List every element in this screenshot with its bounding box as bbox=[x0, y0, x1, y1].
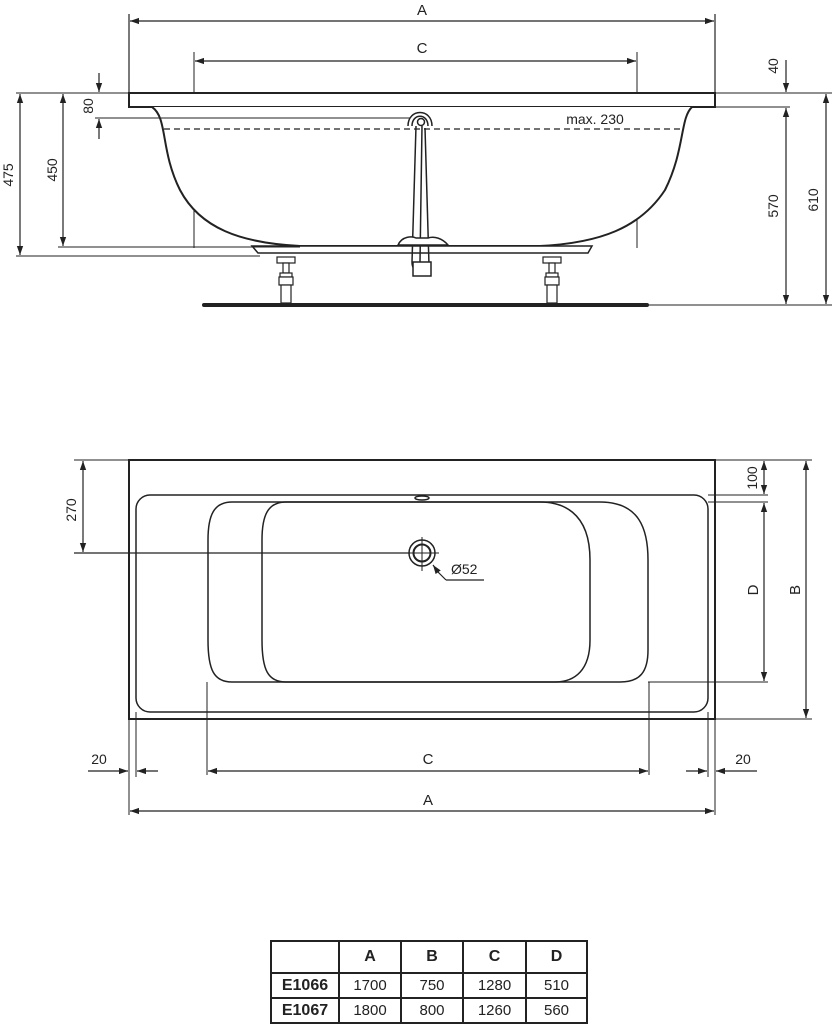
leg-right bbox=[542, 256, 562, 304]
overflow-slot-icon bbox=[414, 495, 430, 501]
model-cell: E1066 bbox=[270, 972, 340, 999]
bath-rim bbox=[128, 92, 716, 108]
label-c-top: C bbox=[417, 40, 428, 57]
cell-b: 800 bbox=[400, 997, 464, 1024]
label-a-bottom: A bbox=[423, 792, 433, 809]
plan-view bbox=[74, 459, 812, 815]
side-view bbox=[16, 14, 832, 307]
cell-a: 1700 bbox=[338, 972, 402, 999]
waste-overflow-fitting bbox=[396, 111, 450, 277]
label-570: 570 bbox=[765, 194, 781, 218]
label-20-left: 20 bbox=[91, 751, 107, 767]
label-b: B bbox=[787, 585, 804, 595]
support-plate bbox=[250, 245, 594, 254]
cell-b: 750 bbox=[400, 972, 464, 999]
label-20-right: 20 bbox=[735, 751, 751, 767]
label-c-bottom: C bbox=[423, 751, 434, 768]
label-80: 80 bbox=[80, 98, 96, 114]
label-475: 475 bbox=[0, 163, 16, 187]
label-diameter-52: Ø52 bbox=[451, 561, 478, 577]
cell-c: 1260 bbox=[462, 997, 527, 1024]
plan-bottom-inner bbox=[261, 501, 591, 683]
side-view-labels: A C max. 230 475 450 80 40 570 610 bbox=[0, 2, 821, 218]
table-header-c: C bbox=[462, 940, 527, 974]
cell-c: 1280 bbox=[462, 972, 527, 999]
dimensions-table: A B C D E1066 1700 750 1280 510 E1067 18… bbox=[270, 940, 588, 1024]
label-610: 610 bbox=[805, 188, 821, 212]
label-max-230: max. 230 bbox=[566, 111, 624, 127]
table-header-d: D bbox=[525, 940, 588, 974]
label-270: 270 bbox=[63, 498, 79, 522]
label-40: 40 bbox=[765, 58, 781, 74]
table-row: E1066 1700 750 1280 510 bbox=[270, 972, 588, 999]
plan-outer-rim bbox=[128, 459, 716, 720]
plan-bottom-outer bbox=[207, 501, 649, 683]
cell-a: 1800 bbox=[338, 997, 402, 1024]
plan-view-labels: 270 Ø52 100 D B 20 20 C A bbox=[63, 466, 804, 809]
table-header-empty bbox=[270, 940, 340, 974]
table-row: E1067 1800 800 1260 560 bbox=[270, 997, 588, 1024]
label-d: D bbox=[745, 584, 762, 595]
cell-d: 510 bbox=[525, 972, 588, 999]
cell-d: 560 bbox=[525, 997, 588, 1024]
table-header-row: A B C D bbox=[270, 940, 588, 974]
plan-basin bbox=[135, 494, 709, 713]
label-450: 450 bbox=[44, 158, 60, 182]
label-a-top: A bbox=[417, 2, 427, 19]
label-100: 100 bbox=[744, 466, 760, 490]
table-header-b: B bbox=[400, 940, 464, 974]
model-cell: E1067 bbox=[270, 997, 340, 1024]
leg-left bbox=[276, 256, 296, 304]
table-header-a: A bbox=[338, 940, 402, 974]
